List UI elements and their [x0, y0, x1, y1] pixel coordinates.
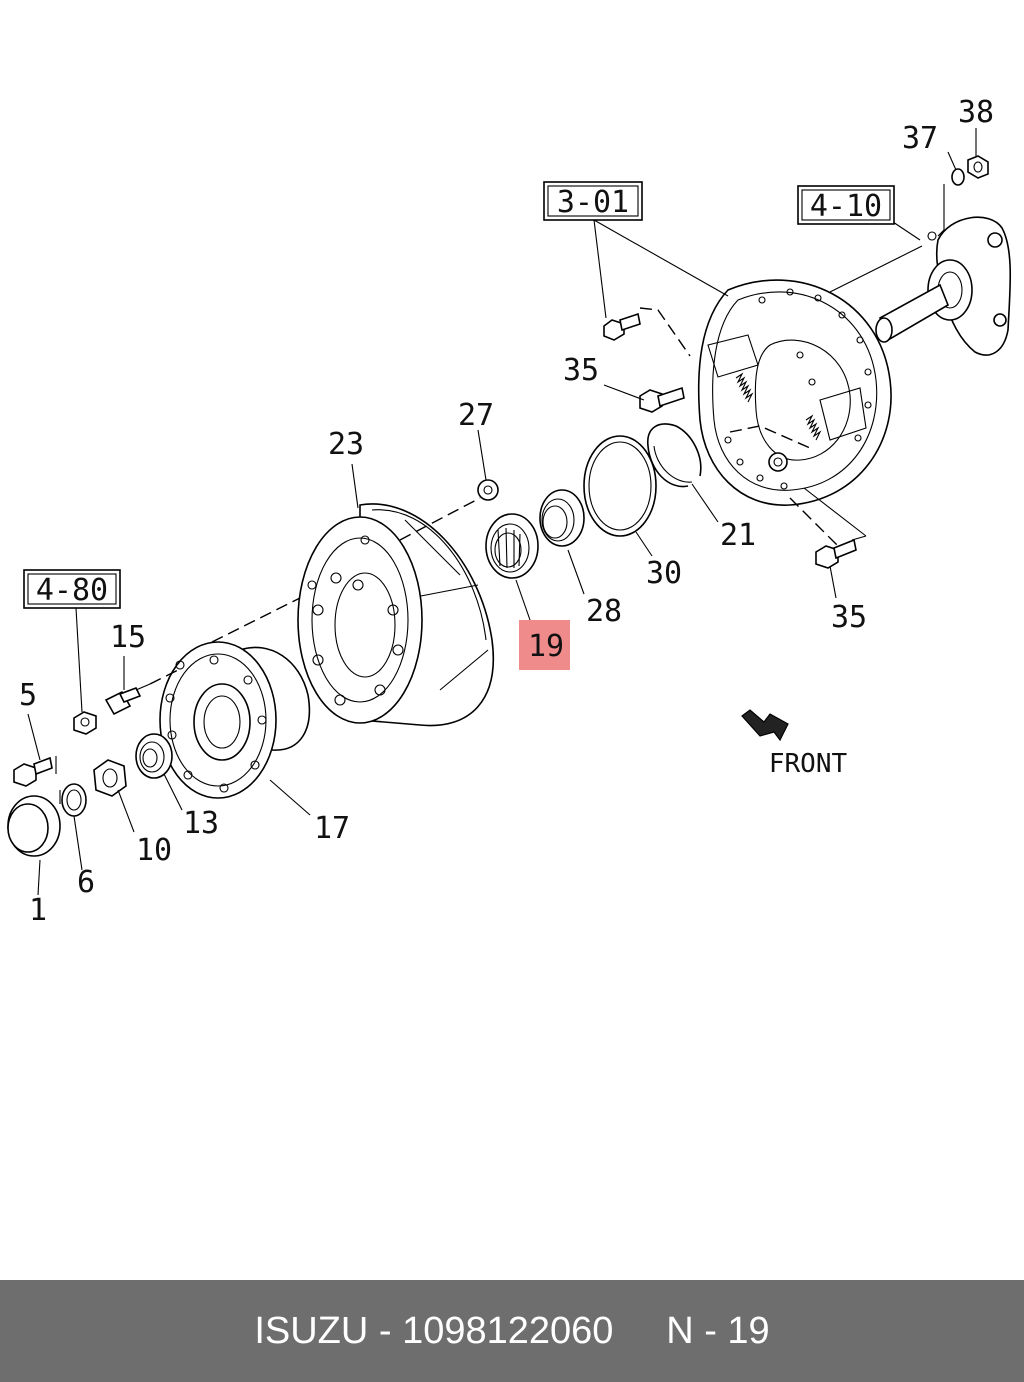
part-number-footer: ISUZU - 1098122060 N - 19	[0, 1280, 1024, 1382]
part-28-oil-seal	[539, 489, 585, 547]
brake-shoe-assembly	[697, 279, 892, 506]
part-27-washer	[477, 479, 499, 501]
part-6-lock-washer	[61, 783, 87, 817]
front-label: FRONT	[769, 749, 848, 779]
part-3-01-bolt	[603, 312, 641, 341]
callout-35-lower: 35	[831, 600, 867, 635]
svg-text:3-01: 3-01	[557, 185, 629, 220]
part-19-highlight	[519, 620, 570, 670]
callout-17: 17	[314, 811, 350, 846]
callout-30: 30	[646, 556, 682, 591]
part-5-bolt	[13, 756, 53, 787]
return-spring-upper	[735, 372, 754, 403]
part-30-abs-ring	[583, 435, 657, 537]
callout-37: 37	[902, 121, 938, 156]
svg-text:4-10: 4-10	[810, 189, 882, 224]
part-23-brake-drum	[297, 503, 494, 727]
callout-19: 19	[528, 629, 564, 664]
part-35-lower-bolt	[815, 538, 857, 569]
steering-knuckle	[875, 216, 1012, 356]
svg-text:4-80: 4-80	[36, 573, 108, 608]
part-10-hub-nut	[93, 759, 127, 797]
assembly-center-lines	[149, 307, 841, 685]
callout-1: 1	[29, 893, 47, 928]
part-15-wheel-stud	[104, 683, 151, 716]
callout-numbers: 1 5 6 10 13 15 17 19 21 23 27 28 30 35 3…	[19, 95, 994, 928]
part-17-wheel-hub	[159, 641, 311, 799]
hub-stud-holes	[165, 655, 267, 793]
part-37-washer	[951, 168, 965, 186]
part-4-80-nut	[73, 711, 97, 735]
ref-box-4-10: 4-10	[797, 185, 895, 225]
part-21-snap-ring	[647, 423, 702, 488]
part-19-bearing	[485, 513, 539, 579]
part-13-outer-bearing	[135, 733, 173, 779]
callout-27: 27	[458, 398, 494, 433]
callout-35-upper: 35	[563, 353, 599, 388]
part-35-upper-bolt	[639, 386, 685, 413]
ref-box-4-80: 4-80	[23, 569, 121, 609]
callout-28: 28	[586, 594, 622, 629]
callout-10: 10	[136, 833, 172, 868]
drum-bolt-holes	[307, 535, 404, 706]
callout-21: 21	[720, 518, 756, 553]
callout-15: 15	[110, 620, 146, 655]
callout-5: 5	[19, 678, 37, 713]
callout-23: 23	[328, 427, 364, 462]
callout-6: 6	[77, 865, 95, 900]
footer-text: ISUZU - 1098122060 N - 19	[254, 1309, 770, 1352]
part-38-nut	[967, 155, 989, 179]
exploded-parts-diagram: 3-01 4-10 4-80 1 5 6 10 13 15 17 19 21 2…	[7, 95, 1012, 928]
callout-38: 38	[958, 95, 994, 130]
leader-lines	[27, 128, 977, 896]
front-arrow-icon	[741, 709, 789, 742]
brake-lining-holes	[724, 288, 872, 490]
callout-13: 13	[183, 806, 219, 841]
front-direction-indicator: FRONT	[741, 709, 848, 779]
ref-box-3-01: 3-01	[543, 181, 643, 221]
part-1-hub-cap	[7, 795, 61, 857]
return-spring-lower	[805, 414, 822, 441]
